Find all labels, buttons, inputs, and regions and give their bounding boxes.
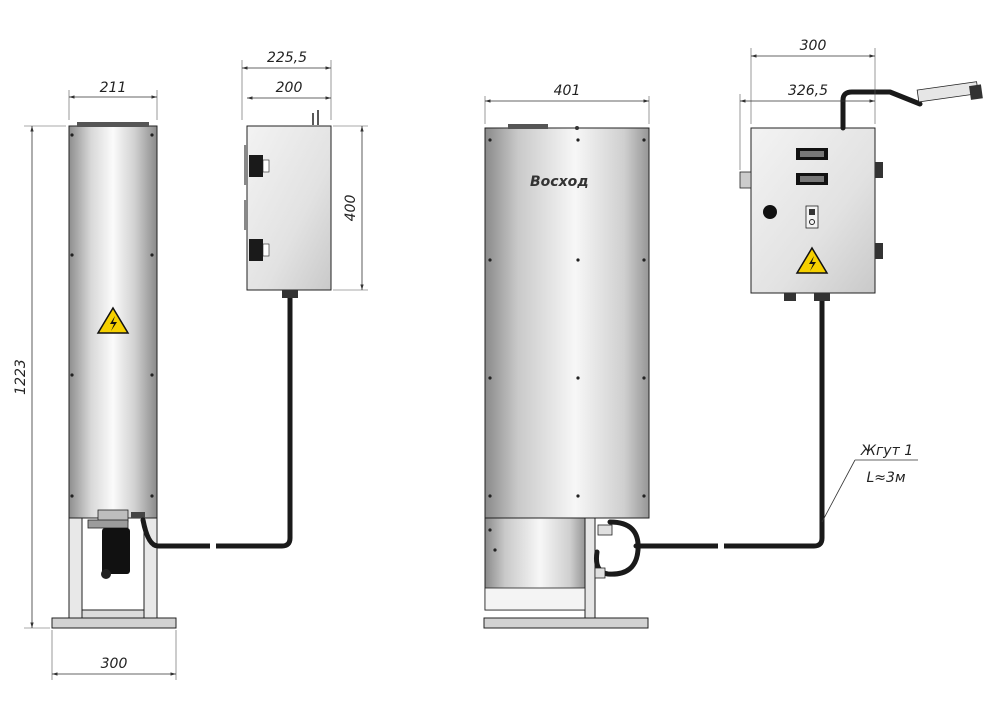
- left-assembly: 211 225,5 200 400 1223 300: [13, 50, 368, 680]
- right-cable-coil: [594, 519, 641, 577]
- left-column-bolts: [70, 133, 154, 498]
- harness-length: L≈3м: [867, 470, 906, 486]
- dim-300-base: 300: [101, 656, 128, 672]
- dim-400: 400: [343, 195, 359, 222]
- right-probe: [916, 81, 983, 103]
- left-control-box: [246, 125, 332, 291]
- left-dim-base: 300: [51, 630, 177, 680]
- right-dim-column-width: 401: [484, 83, 650, 124]
- right-cable-gland-2: [814, 293, 830, 301]
- right-box-switch: [805, 205, 819, 229]
- dim-211: 211: [100, 80, 127, 96]
- dim-1223: 1223: [13, 359, 29, 395]
- right-dim-top: 300: [750, 38, 876, 124]
- right-cable: [633, 293, 825, 549]
- brand-logo: Восход: [530, 174, 589, 190]
- left-warning-icon: [96, 306, 130, 334]
- left-box-hinge-top: [249, 155, 270, 177]
- right-column-body: [484, 127, 650, 519]
- right-base-plate: [483, 617, 649, 629]
- left-dim-box-outer: 225,5: [241, 50, 332, 120]
- left-column-cap: [77, 122, 149, 127]
- right-dim-outer: 326,5: [739, 83, 875, 170]
- left-cable-gland: [282, 290, 298, 298]
- right-box-clamps: [875, 162, 883, 259]
- harness-leader: Жгут 1 L≈3м: [821, 443, 918, 523]
- right-box-display-1: [796, 148, 828, 160]
- harness-label: Жгут 1: [860, 443, 913, 459]
- dim-200: 200: [276, 80, 303, 96]
- dim-326-5: 326,5: [788, 83, 828, 99]
- right-warning-icon: [795, 246, 829, 274]
- dim-300-top: 300: [800, 38, 827, 54]
- left-cable: [140, 293, 293, 549]
- dim-401: 401: [554, 83, 581, 99]
- left-dim-box-height: 400: [333, 125, 368, 291]
- dim-225-5: 225,5: [267, 50, 307, 66]
- left-stand: [51, 509, 177, 629]
- left-box-hinge-bottom: [249, 239, 270, 261]
- right-box-display-2: [796, 173, 828, 185]
- left-base-plate: [51, 617, 177, 629]
- right-column-bolts: [488, 138, 646, 498]
- right-cable-gland-1: [784, 293, 796, 301]
- right-box-indicator-lamp: [763, 205, 777, 219]
- right-assembly: Восход: [483, 38, 983, 629]
- left-dim-total-height: 1223: [13, 125, 66, 629]
- right-probe-cable: [840, 89, 923, 131]
- left-dim-column-width: 211: [68, 80, 158, 120]
- brand-logo-text: Восход: [530, 174, 589, 190]
- left-dim-box: 200: [247, 80, 331, 100]
